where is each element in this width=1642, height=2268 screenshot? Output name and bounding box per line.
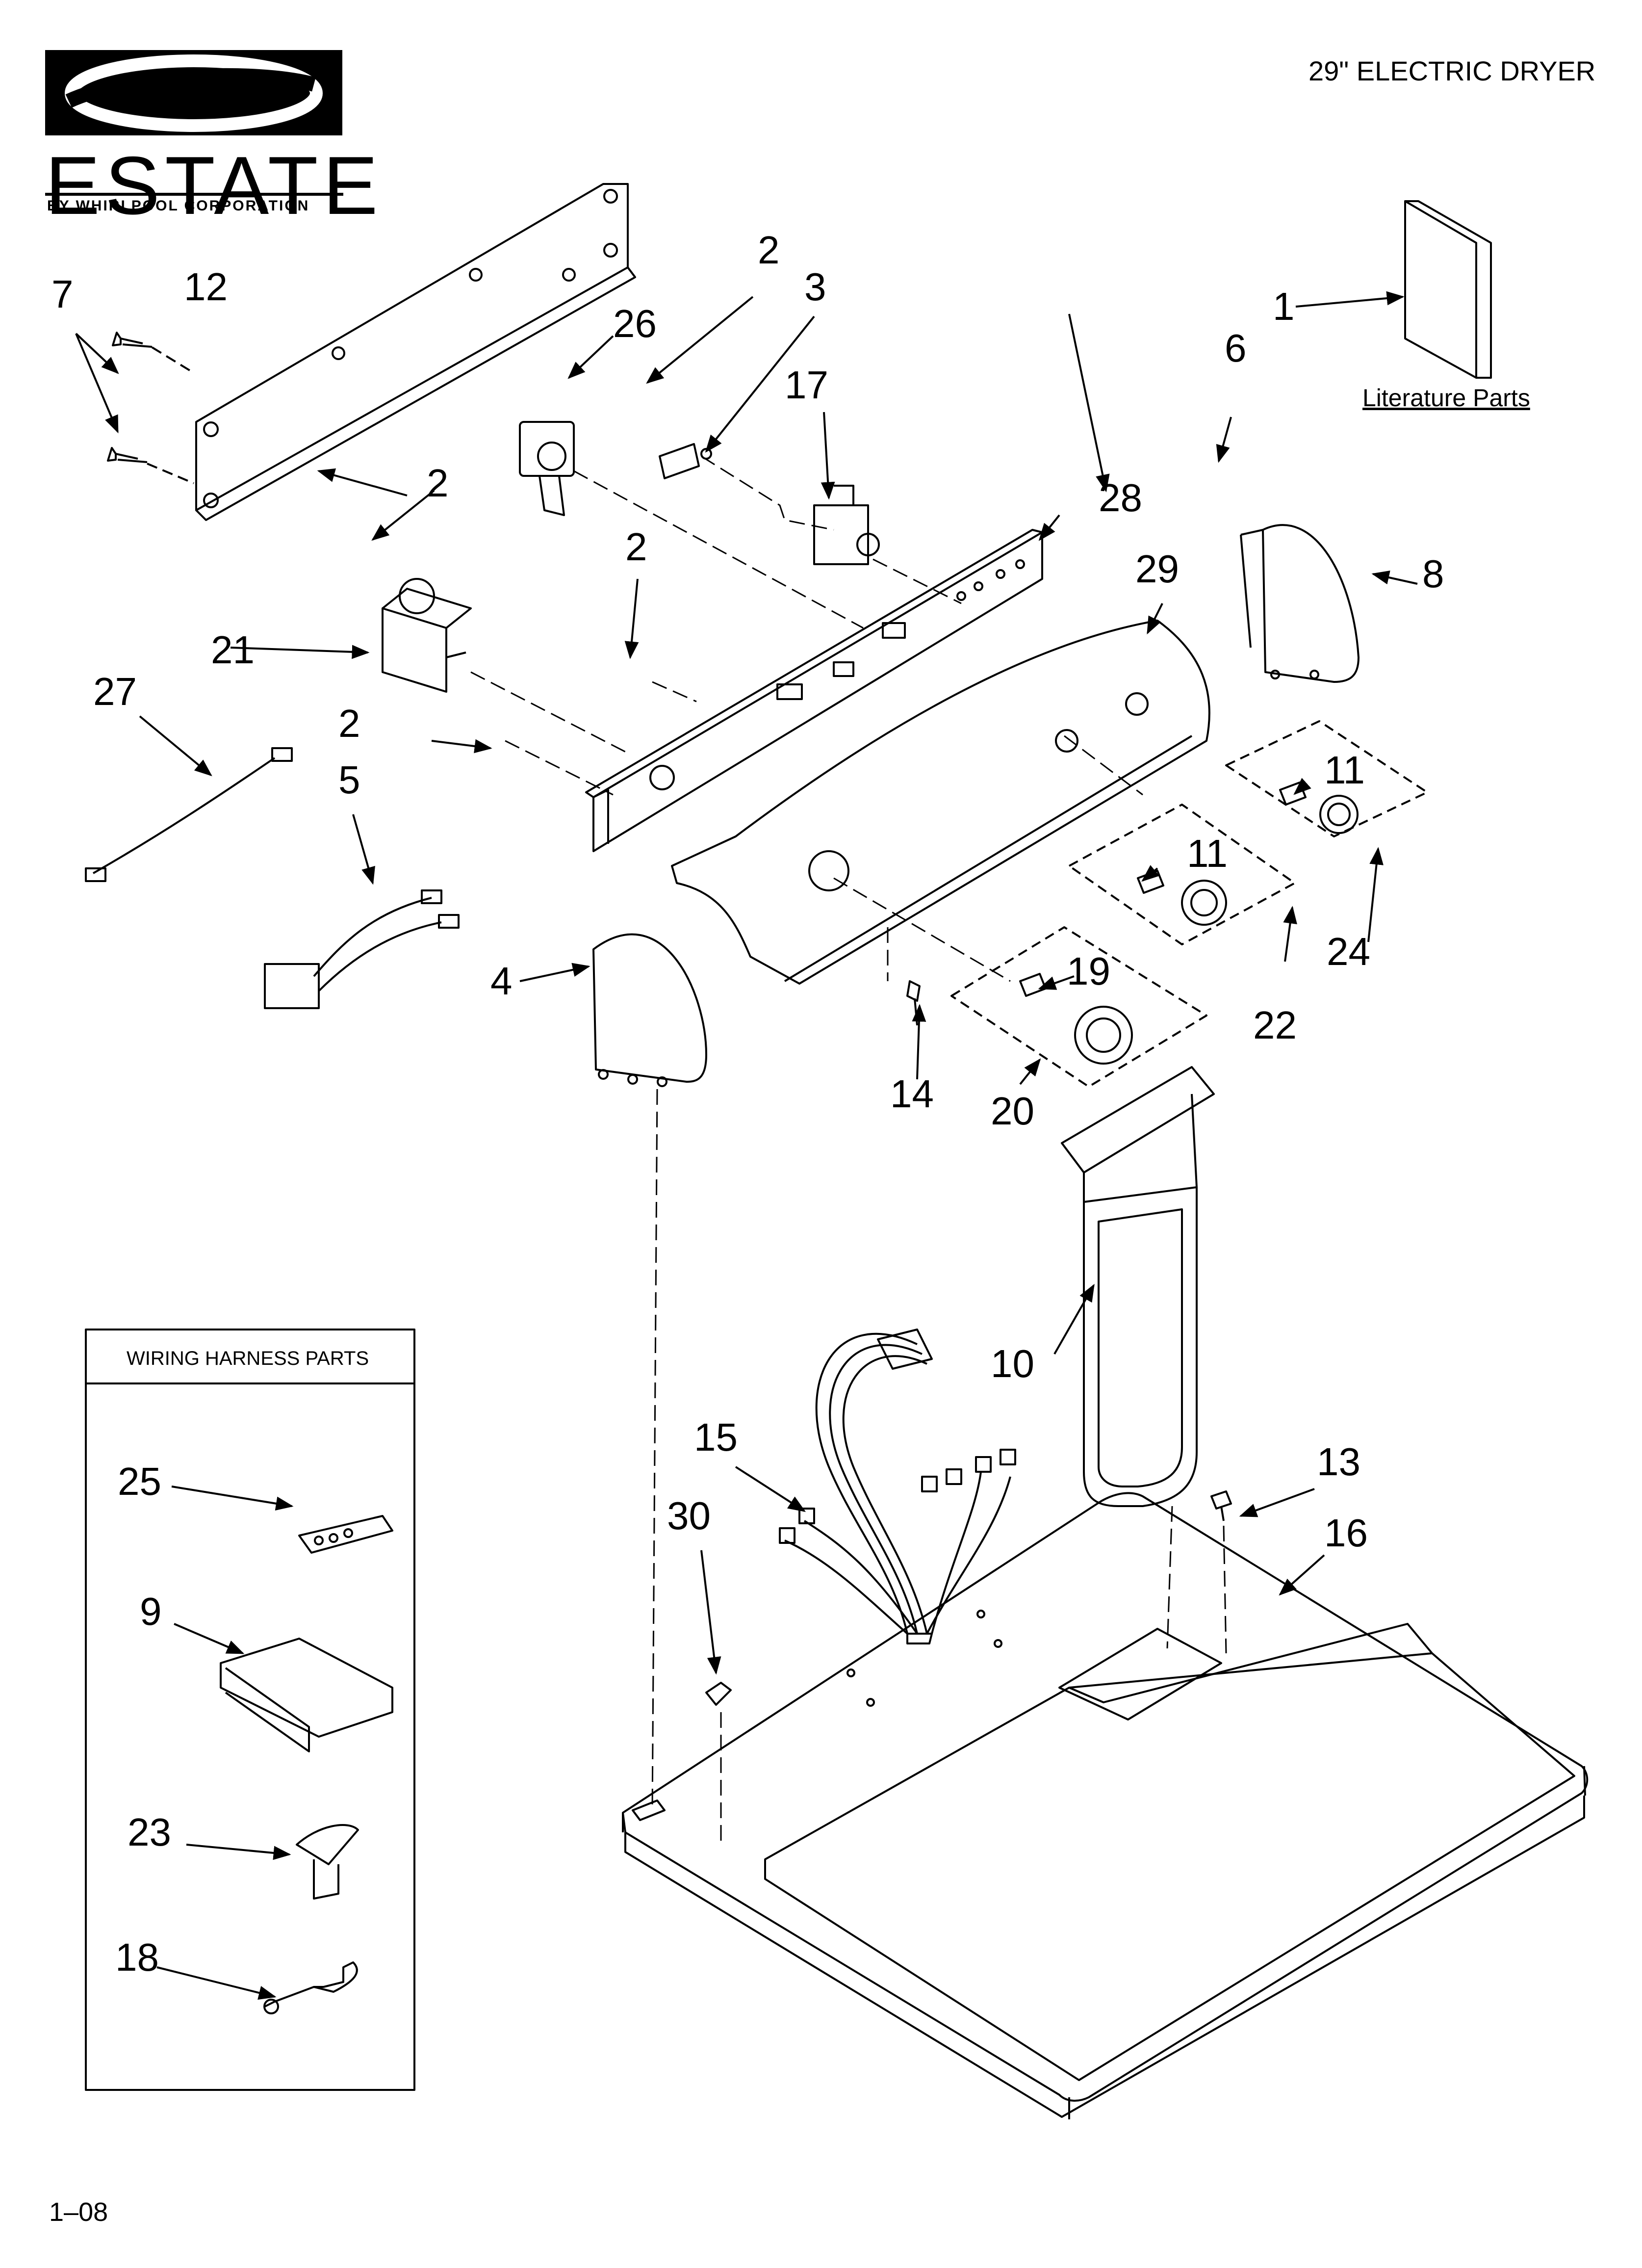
connector-part-25 [298, 1515, 393, 1554]
literature-parts-label: Literature Parts [1362, 384, 1530, 412]
callout-29: 29 [1135, 547, 1179, 591]
callout-12: 12 [184, 265, 228, 309]
callout-30: 30 [667, 1494, 711, 1538]
estate-logo-mark [45, 50, 343, 196]
callout-13: 13 [1317, 1440, 1360, 1484]
screw-part-14 [906, 980, 921, 1026]
literature-book-part-1 [1404, 200, 1492, 379]
callout-25: 25 [118, 1460, 161, 1503]
knob-kit-part-22 [1068, 804, 1296, 945]
callout-11: 11 [1187, 832, 1228, 875]
console-panel-part-29 [671, 620, 1210, 985]
callout-2: 2 [427, 461, 449, 505]
terminal-part-18 [263, 1961, 358, 2014]
rear-panel-part-12 [195, 183, 636, 521]
timer-part-21 [382, 578, 472, 693]
callout-24: 24 [1327, 930, 1370, 973]
callout-10: 10 [991, 1342, 1034, 1385]
page-title: 29" ELECTRIC DRYER [1308, 55, 1596, 86]
assembly-lines [470, 455, 1227, 1845]
wire-harness-part-5 [264, 889, 460, 1009]
brand-logo-subtitle: BY WHIRLPOOL CORPORATION [47, 198, 310, 214]
callout-26: 26 [613, 302, 657, 345]
screw-part-13 [1210, 1490, 1232, 1521]
callout-2: 2 [625, 525, 647, 569]
callout-18: 18 [115, 1935, 159, 1979]
callout-27: 27 [93, 670, 137, 713]
callout-5: 5 [338, 758, 360, 802]
knob-kit-part-20 [950, 926, 1207, 1088]
lint-screen-part-10 [1061, 1066, 1215, 1507]
callout-14: 14 [890, 1072, 934, 1116]
callout-28: 28 [1099, 476, 1142, 520]
callout-23: 23 [128, 1810, 171, 1854]
switch-part-17 [813, 485, 880, 565]
callout-15: 15 [694, 1415, 738, 1459]
terminal-block-part-9 [220, 1638, 393, 1752]
callout-3: 3 [804, 265, 826, 309]
callout-22: 22 [1253, 1003, 1297, 1047]
end-cap-part-4 [592, 933, 707, 1087]
callout-9: 9 [140, 1590, 162, 1633]
clip-part-23 [296, 1824, 359, 1900]
wire-harness-part-27 [85, 747, 293, 882]
page-number: 1–08 [49, 2197, 108, 2227]
callout-19: 19 [1067, 949, 1110, 993]
switch-part-26 [519, 421, 575, 516]
callout-8: 8 [1422, 552, 1444, 596]
fuse-part-3 [659, 443, 712, 479]
callout-2: 2 [338, 702, 360, 745]
callout-21: 21 [211, 628, 255, 672]
wiring-harness-title: WIRING HARNESS PARTS [127, 1348, 369, 1369]
callout-20: 20 [991, 1089, 1034, 1133]
callout-4: 4 [490, 959, 513, 1003]
knob-kit-part-24 [1225, 720, 1428, 837]
knob-parts [1019, 782, 1359, 1065]
top-panel-part-16 [622, 1492, 1589, 2119]
callout-7: 7 [51, 272, 74, 316]
wiring-harness-box [85, 1329, 415, 2091]
console-backplate-part-28 [585, 529, 1043, 852]
main-wire-harness-part-15 [779, 1329, 1016, 1644]
brand-logo-text: ESTATE [45, 139, 383, 232]
end-cap-part-8 [1240, 524, 1360, 683]
callout-1: 1 [1273, 285, 1295, 328]
bracket-part-30 [705, 1682, 732, 1706]
leader-arrows [75, 291, 1418, 2000]
callout-11: 11 [1324, 748, 1365, 792]
callout-16: 16 [1324, 1511, 1368, 1555]
callout-2: 2 [758, 228, 780, 272]
screws-part-7 [107, 332, 195, 484]
callout-6: 6 [1225, 326, 1247, 370]
callout-17: 17 [785, 363, 828, 407]
